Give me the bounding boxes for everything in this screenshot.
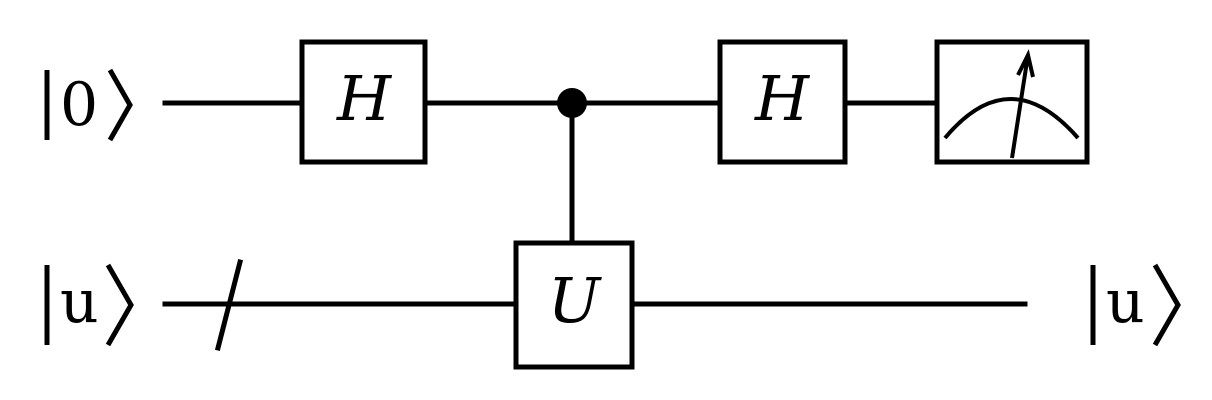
input-ket-bottom: u bbox=[44, 263, 134, 347]
measurement-meter bbox=[934, 39, 1090, 165]
input-ket-bottom-label: u bbox=[60, 267, 99, 337]
unitary-gate-label: U bbox=[548, 264, 602, 337]
control-dot bbox=[557, 88, 587, 118]
hadamard-gate-1: H bbox=[299, 39, 428, 165]
output-ket-bottom-label: u bbox=[1106, 267, 1145, 337]
input-ket-top: 0 bbox=[44, 68, 133, 142]
meter-icon bbox=[943, 97, 1080, 140]
input-ket-top-label: 0 bbox=[60, 70, 98, 140]
meter-needle bbox=[1010, 54, 1030, 159]
unitary-gate: U bbox=[513, 240, 635, 370]
meter-needle-arrowhead bbox=[1016, 49, 1035, 78]
register-slash bbox=[214, 258, 244, 352]
output-ket-bottom: u bbox=[1090, 263, 1181, 347]
hadamard-gate-2: H bbox=[717, 39, 848, 165]
hadamard-gate-2-label: H bbox=[754, 62, 811, 135]
hadamard-gate-1-label: H bbox=[336, 62, 393, 135]
